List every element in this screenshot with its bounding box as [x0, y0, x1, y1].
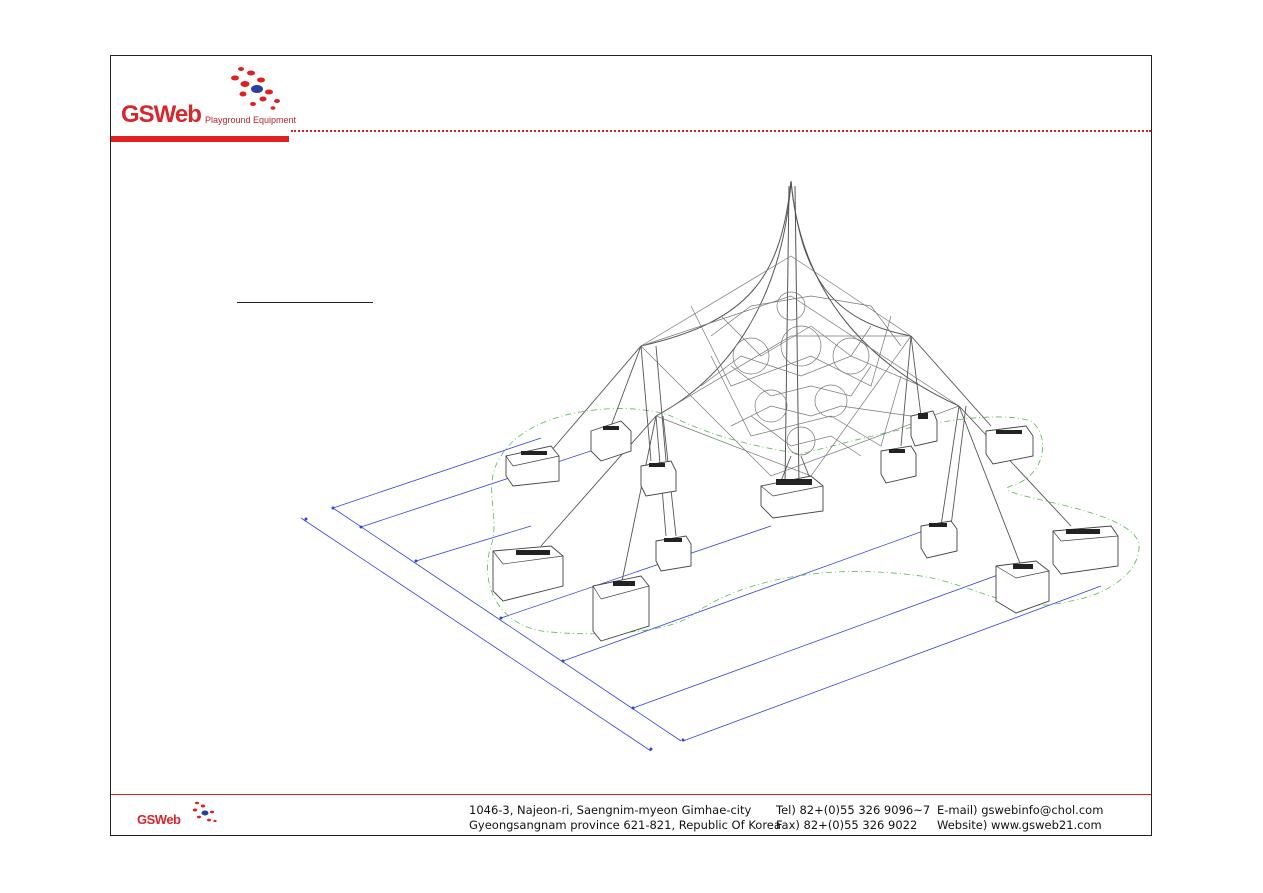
anchor-plates — [516, 413, 1100, 586]
drawing-sheet: GSWeb Playground Equipment — [110, 55, 1152, 836]
address-block: 1046-3, Najeon-ri, Saengnim-myeon Gimhae… — [469, 803, 781, 833]
dimension-ticks — [304, 506, 685, 751]
header-red-bar — [111, 136, 289, 142]
fax-text: Fax) 82+(0)55 326 9022 — [776, 818, 918, 832]
footer-logo: GSWeb — [137, 798, 227, 830]
spider-net-tower-isometric-drawing — [300, 180, 1140, 752]
email-text: E-mail) gswebinfo@chol.com — [937, 803, 1104, 817]
header-dotted-rule — [291, 130, 1151, 132]
header-logo: GSWeb Playground Equipment — [121, 64, 296, 134]
dimension-lines — [300, 437, 1102, 752]
logo-wordmark: GSWeb — [121, 101, 202, 128]
concrete-footings — [492, 410, 1119, 642]
safety-boundary — [487, 408, 1140, 635]
footer-logo-wordmark: GSWeb — [137, 812, 181, 827]
rope-net — [640, 255, 960, 477]
tel-text: Tel) 82+(0)55 326 9096~7 — [776, 803, 931, 817]
phone-block: Tel) 82+(0)55 326 9096~7 Fax) 82+(0)55 3… — [776, 803, 930, 833]
title-underline — [237, 302, 373, 303]
address-line-2: Gyeongsangnam province 621-821, Republic… — [469, 818, 781, 832]
logo-subtitle: Playground Equipment — [205, 115, 297, 125]
logo-dots-icon — [231, 67, 280, 110]
address-line-1: 1046-3, Najeon-ri, Saengnim-myeon Gimhae… — [469, 803, 752, 817]
footing-top-lines — [492, 455, 1119, 600]
footer-red-rule — [111, 794, 1151, 795]
footer-logo-dots-icon — [192, 801, 217, 823]
contact-block: E-mail) gswebinfo@chol.com Website) www.… — [937, 803, 1103, 833]
central-mast — [640, 180, 960, 487]
website-text: Website) www.gsweb21.com — [937, 818, 1102, 832]
